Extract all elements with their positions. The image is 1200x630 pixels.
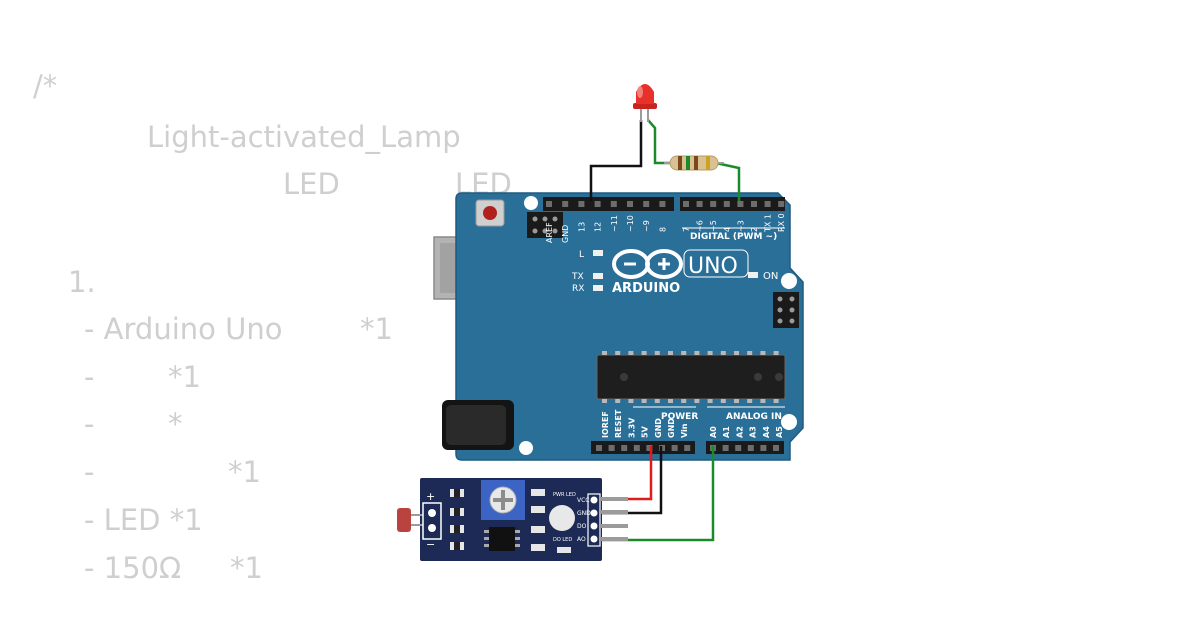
power-pin-label: 3.3V xyxy=(627,417,636,438)
digital-pin-label: ~3 xyxy=(736,220,745,232)
digital-pin-label: ~5 xyxy=(709,220,718,232)
digital-pin-label: AREF xyxy=(545,222,554,243)
digital-pin-label: 4 xyxy=(723,227,732,232)
icsp-header xyxy=(527,212,563,238)
analog-label: ANALOG IN xyxy=(726,412,782,422)
analog-pin-hole[interactable] xyxy=(722,445,729,451)
digital-label: DIGITAL (PWM ~) xyxy=(690,232,777,242)
digital-pin-label: TX 1 xyxy=(764,214,773,233)
power-pin-label: 5V xyxy=(641,425,650,438)
digital-pin-hole[interactable] xyxy=(683,201,689,207)
sensor-pin-label: GND xyxy=(577,510,591,517)
wire-led-resistor xyxy=(647,119,672,165)
analog-pin-hole[interactable] xyxy=(773,445,779,451)
analog-pin-hole[interactable] xyxy=(747,445,754,451)
digital-pin-label: ~11 xyxy=(610,215,619,232)
power-header xyxy=(591,441,695,454)
digital-pin-label: RX 0 xyxy=(777,213,786,232)
analog-pin-label: A0 xyxy=(709,426,718,438)
rx-label: RX xyxy=(572,284,584,294)
mounting-hole xyxy=(781,273,797,289)
minus-label: − xyxy=(426,538,435,551)
digital-pin-label: 8 xyxy=(658,227,667,232)
power-pin-hole[interactable] xyxy=(621,445,628,451)
power-pin-hole[interactable] xyxy=(671,445,678,451)
digital-pin-hole[interactable] xyxy=(659,201,666,207)
analog-pin-label: A1 xyxy=(722,426,731,438)
arduino-uno-board[interactable]: AREF GND 13 12 ~11 ~10 ~9 8 7 ~6 ~5 4 ~3 2 TX 1 RX 0 DI… xyxy=(433,192,804,461)
wire-led-gnd xyxy=(589,120,643,201)
sensor-pin-label: DO xyxy=(577,523,587,530)
power-label: POWER xyxy=(661,412,698,422)
digital-pin-label: 12 xyxy=(594,222,603,232)
plus-label: + xyxy=(426,490,435,503)
digital-header-2 xyxy=(680,197,785,211)
pwr-led-label: PWR LED xyxy=(553,492,576,498)
digital-pin-label: 13 xyxy=(577,222,586,232)
digital-pin-label: ~6 xyxy=(696,220,705,232)
digital-pin-hole[interactable] xyxy=(643,201,650,207)
digital-pin-hole[interactable] xyxy=(594,201,601,207)
icsp-header-right xyxy=(773,292,799,328)
power-pin-hole[interactable] xyxy=(596,445,602,451)
digital-pin-hole[interactable] xyxy=(578,201,585,207)
digital-pin-label: 7 xyxy=(682,227,691,232)
analog-pin-label: A5 xyxy=(775,426,784,438)
digital-pin-hole[interactable] xyxy=(710,201,717,207)
digital-pin-hole[interactable] xyxy=(562,201,569,207)
power-pin-label: RESET xyxy=(614,409,623,438)
photoresistor xyxy=(397,508,423,532)
sensor-pin-label: VCC xyxy=(577,497,589,504)
digital-pin-hole[interactable] xyxy=(737,201,744,207)
analog-pin-label: A4 xyxy=(762,426,771,438)
sensor-pin-label: AO xyxy=(577,536,586,543)
tx-label: TX xyxy=(571,272,584,282)
power-pin-hole[interactable] xyxy=(684,445,691,451)
analog-header xyxy=(706,441,784,454)
digital-pin-hole[interactable] xyxy=(627,201,633,207)
mounting-hole xyxy=(524,196,538,210)
power-pin-label: IOREF xyxy=(601,411,610,438)
analog-pin-label: A3 xyxy=(749,426,758,438)
mounting-hole xyxy=(781,414,797,430)
atmega-chip xyxy=(596,354,786,400)
digital-pin-hole[interactable] xyxy=(696,201,703,207)
do-led-label: DO LED xyxy=(553,537,572,543)
mounting-hole xyxy=(519,441,533,455)
wire-resistor-pin3 xyxy=(715,161,741,201)
brand-label: ARDUINO xyxy=(612,281,680,296)
on-label: ON xyxy=(763,271,778,282)
digital-pin-label: ~10 xyxy=(626,215,635,232)
digital-pin-label: 2 xyxy=(750,227,759,232)
analog-pin-label: A2 xyxy=(735,426,744,438)
digital-pin-label: ~9 xyxy=(642,220,651,232)
digital-pin-hole[interactable] xyxy=(778,201,785,207)
light-sensor-module[interactable]: + − PWR LED DO LED VCC GND DO AO xyxy=(397,478,628,561)
power-pin-hole[interactable] xyxy=(633,445,640,451)
model-label: UNO xyxy=(688,254,738,279)
comparator-ic xyxy=(489,527,515,551)
digital-pin-hole[interactable] xyxy=(751,201,757,207)
power-pin-label: GND xyxy=(654,418,663,438)
digital-header xyxy=(543,197,674,211)
analog-pin-hole[interactable] xyxy=(735,445,742,451)
red-led[interactable] xyxy=(633,84,657,122)
digital-pin-label: GND xyxy=(561,225,570,243)
power-pin-hole[interactable] xyxy=(608,445,615,451)
analog-pin-hole[interactable] xyxy=(760,445,767,451)
l-label: L xyxy=(579,250,584,260)
power-pin-hole[interactable] xyxy=(646,445,653,451)
power-pin-label: GND xyxy=(667,418,676,438)
digital-pin-hole[interactable] xyxy=(610,201,617,207)
resistor-150-ohm[interactable] xyxy=(664,155,724,171)
digital-pin-hole[interactable] xyxy=(723,201,730,207)
digital-pin-hole[interactable] xyxy=(764,201,771,207)
wire-a0-ao xyxy=(600,446,715,542)
digital-pin-hole[interactable] xyxy=(546,201,552,207)
power-pin-label: Vin xyxy=(680,423,689,438)
arduino-logo-icon xyxy=(612,249,683,279)
